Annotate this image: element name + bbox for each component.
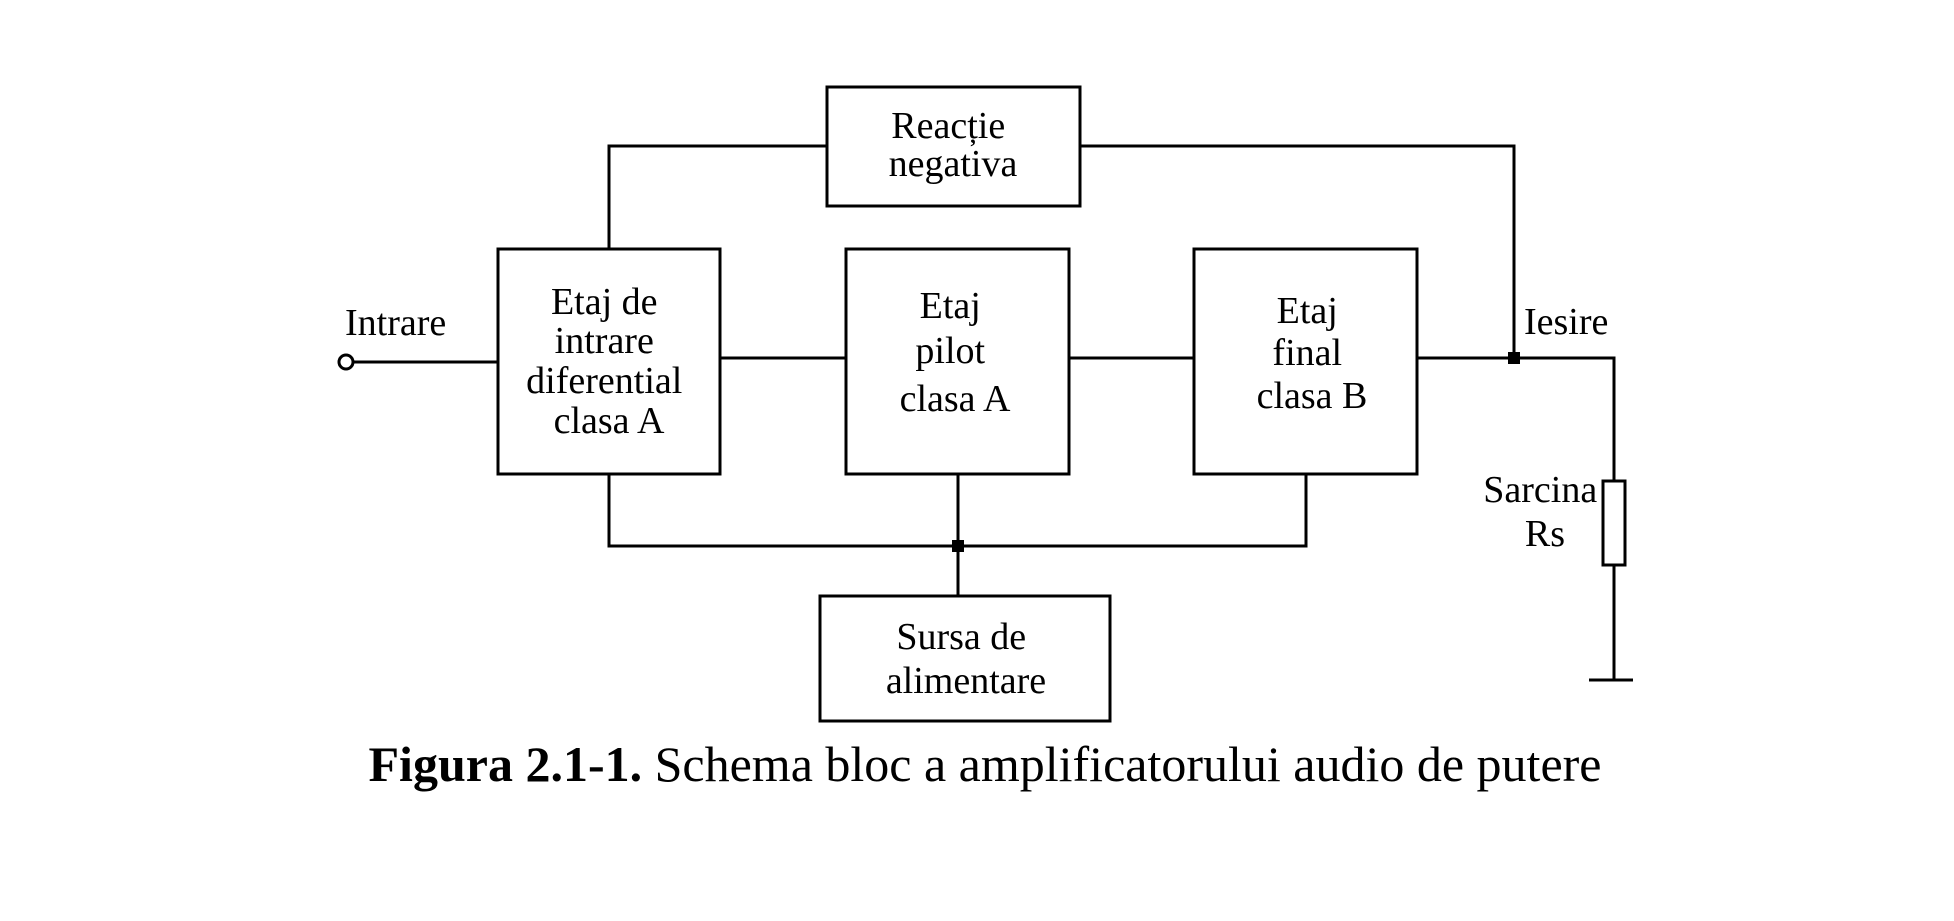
feedback-label-line: Reacție: [891, 105, 1005, 147]
driver-stage-label-line: pilot: [915, 330, 985, 372]
power-supply-label-line: alimentare: [886, 660, 1046, 702]
feedback-label: Reacție negativa: [889, 105, 1018, 185]
power-supply-label-line: Sursa de: [896, 616, 1026, 658]
driver-stage-block: [844, 247, 1071, 476]
output-stage-label: Etaj final clasa B: [1257, 290, 1368, 417]
output-stage-label-line: final: [1272, 332, 1342, 374]
load-label-line: Sarcina: [1483, 469, 1597, 511]
input-label: Intrare: [345, 302, 446, 344]
input-stage-label-line: clasa A: [554, 400, 665, 442]
output-stage-label-line: clasa B: [1257, 375, 1368, 417]
feedback-block: [825, 85, 1082, 208]
input-stage-label-line: Etaj de: [551, 281, 658, 323]
feedback-label-line: negativa: [889, 143, 1018, 185]
feedback-wire-left: [607, 144, 827, 249]
power-supply-label: Sursa de alimentare: [886, 616, 1046, 702]
figure-caption: Figura 2.1-1. Schema bloc a amplificator…: [0, 735, 1954, 793]
input-stage-block: [496, 247, 722, 476]
power-supply-block: [818, 594, 1112, 723]
output-label: Iesire: [1524, 301, 1608, 343]
output-wire: [1417, 356, 1616, 481]
driver-stage-label-line: clasa A: [900, 378, 1011, 420]
input-stage-label-line: intrare: [555, 320, 654, 362]
input-terminal: [337, 353, 355, 371]
load-label: Sarcina Rs: [1483, 469, 1606, 555]
input-stage-label-line: diferential: [526, 360, 682, 402]
output-node: [1508, 352, 1520, 364]
figure-number: Figura 2.1-1.: [368, 736, 643, 792]
input-stage-label: Etaj de intrare diferential clasa A: [526, 281, 692, 442]
output-stage-label-line: Etaj: [1277, 290, 1338, 332]
driver-stage-label: Etaj pilot clasa A: [900, 285, 1011, 420]
power-node: [952, 540, 964, 552]
driver-stage-label-line: Etaj: [920, 285, 981, 327]
figure-caption-text: Schema bloc a amplificatorului audio de …: [642, 736, 1602, 792]
output-stage-block: [1192, 247, 1419, 476]
load-label-line: Rs: [1525, 513, 1565, 555]
feedback-wire-right: [1080, 144, 1516, 358]
